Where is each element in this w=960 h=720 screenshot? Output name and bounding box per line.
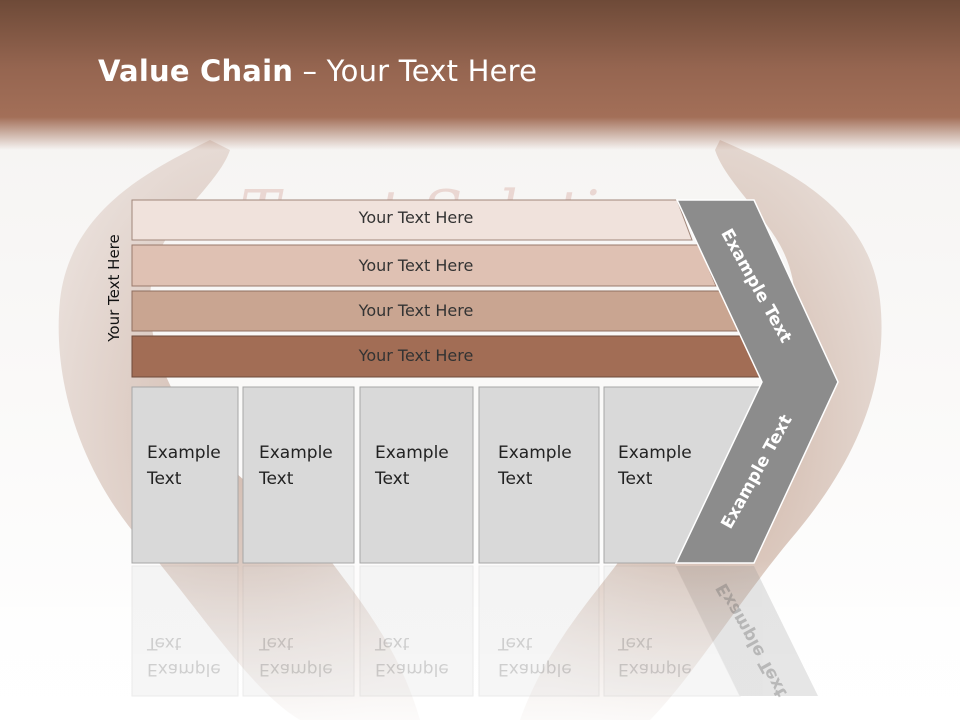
- column-2-line1: Example: [259, 443, 333, 463]
- bar-2: [131, 244, 717, 287]
- column-4-line2: Text: [498, 469, 533, 489]
- header-band: [0, 0, 960, 150]
- column-2-box: [242, 386, 355, 564]
- bar-4-label: Your Text Here: [358, 346, 474, 365]
- bar-1-label: Your Text Here: [358, 208, 474, 227]
- column-4-line1: Example: [498, 443, 572, 463]
- column-4-box: [478, 386, 600, 564]
- bar-1: [131, 199, 693, 241]
- bar-2-label: Your Text Here: [358, 256, 474, 275]
- column-5-line2: Text: [618, 469, 653, 489]
- chevron-arrow: [674, 199, 839, 564]
- title-rest: – Your Text Here: [293, 54, 538, 88]
- column-1-line2: Text: [147, 469, 182, 489]
- column-1-line1: Example: [147, 443, 221, 463]
- reflection: [131, 565, 818, 697]
- column-1-box: [131, 386, 239, 564]
- column-3-box: [359, 386, 474, 564]
- column-2-line2: Text: [259, 469, 294, 489]
- bar-3-label: Your Text Here: [358, 301, 474, 320]
- title-strong: Value Chain: [98, 54, 294, 88]
- column-3-line1: Example: [375, 443, 449, 463]
- column-3-line2: Text: [375, 469, 410, 489]
- slide-title: Value Chain – Your Text Here: [98, 54, 537, 88]
- column-5-line1: Example: [618, 443, 692, 463]
